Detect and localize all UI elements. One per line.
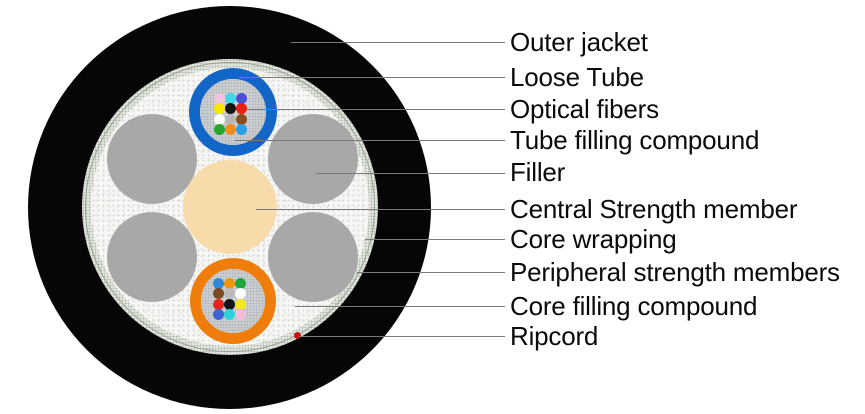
loose-tube-top-circle [189,68,277,156]
leader-line-ripcord [299,336,505,337]
label-core-wrapping: Core wrapping [510,224,677,254]
optical-fiber-top-4 [214,103,225,115]
optical-fiber-bottom-3 [235,277,246,289]
leader-line-core-wrapping [365,239,505,240]
label-ripcord: Ripcord [510,321,599,351]
optical-fiber-top-9 [236,113,247,125]
peripheral-strength-member-bottom-right [268,212,358,302]
leader-line-central-strength-member [256,209,505,210]
optical-fiber-bottom-2 [224,277,235,289]
optical-fiber-top-1 [214,92,225,104]
optical-fiber-bottom-11 [224,309,235,320]
optical-fiber-bottom-1 [213,277,224,289]
leader-line-filler [316,173,505,174]
leader-line-core-filling-compound [295,306,505,307]
optical-fiber-bottom-4 [213,288,224,299]
label-optical-fibers: Optical fibers [510,94,659,124]
optical-fiber-top-3 [236,92,247,104]
label-filler: Filler [510,157,566,187]
central-strength-member-circle [183,160,277,254]
label-central-strength-member: Central Strength member [510,194,798,224]
optical-fiber-bottom-9 [235,298,246,310]
leader-line-outer-jacket [291,42,505,43]
leader-line-loose-tube [239,77,505,78]
optical-fiber-bottom-7 [213,298,224,310]
optical-fiber-top-5 [225,103,236,115]
optical-fiber-top-11 [225,124,236,136]
label-outer-jacket: Outer jacket [510,27,648,57]
peripheral-strength-member-top-left [107,114,197,204]
leader-line-peripheral-strength-members [357,272,505,273]
leader-line-tube-filling-compound [235,140,505,141]
tube-filling-compound-top [200,79,266,145]
optical-fiber-bottom-5 [224,288,235,299]
optical-fiber-bottom-6 [235,288,246,299]
leader-line-optical-fibers [247,109,505,110]
ripcord-dot [294,332,301,339]
label-tube-filling-compound: Tube filling compound [510,125,760,155]
label-peripheral-strength-members: Peripheral strength members [510,257,840,287]
filler-circle-top-right [268,114,358,204]
optical-fiber-top-7 [214,113,225,125]
label-core-filling-compound: Core filling compound [510,291,758,321]
optical-fiber-top-10 [214,124,225,136]
optical-fiber-bottom-8 [224,298,235,310]
optical-fiber-top-6 [236,103,247,115]
optical-fiber-top-2 [225,92,236,104]
optical-fiber-bottom-12 [235,309,246,320]
peripheral-strength-member-bottom-left [107,212,197,302]
optical-fiber-top-8 [225,113,236,125]
label-loose-tube: Loose Tube [510,62,644,92]
optical-fiber-top-12 [236,124,247,136]
optical-fiber-bottom-10 [213,309,224,320]
